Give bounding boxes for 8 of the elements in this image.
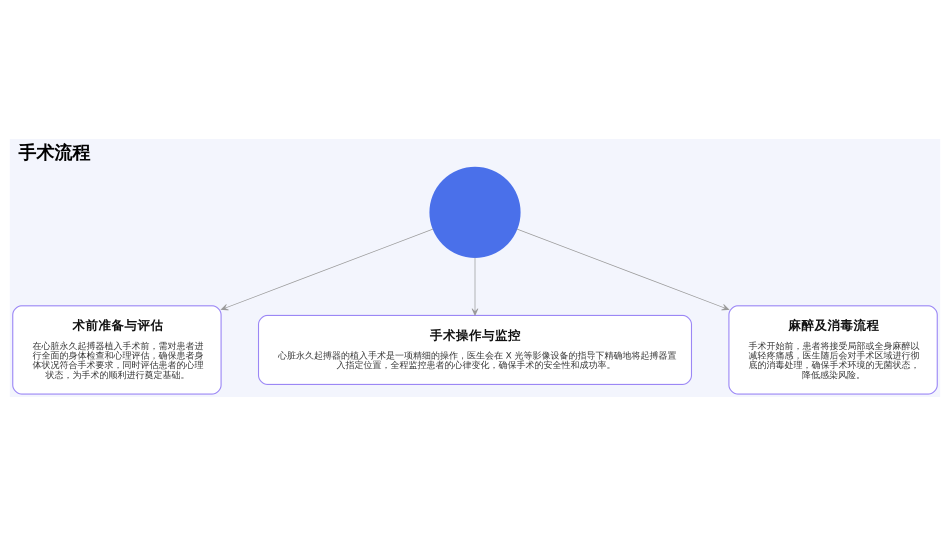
arrow <box>516 228 730 310</box>
node-box: 术前准备与评估 在心脏永久起搏器植入手术前，需对患者进行全面的身体检查和心理评估，确保患者身体状况符合手术要求，同时评估患者的心理状态，为手术的顺利进行奠定基础。 <box>12 304 222 394</box>
node-circle <box>429 166 521 258</box>
arrow <box>472 256 478 316</box>
node-box: 手术操作与监控 心脏永久起搏器的植入手术是一项精细的操作，医生会在 X 光等影像设备的指导下精确地将起搏器置入指定位置，全程监控患者的心律变化，确保手术的安全性和成功率。 <box>258 314 692 384</box>
arrow <box>220 228 434 310</box>
node-box: 麻醉及消毒流程 手术开始前，患者将接受局部或全身麻醉以减轻疼痛感，医生随后会对手术区域进行彻底的消毒处理，确保手术环境的无菌状态，降低感染风险。 <box>728 304 938 394</box>
diagram-title: 手术流程 <box>18 142 91 163</box>
